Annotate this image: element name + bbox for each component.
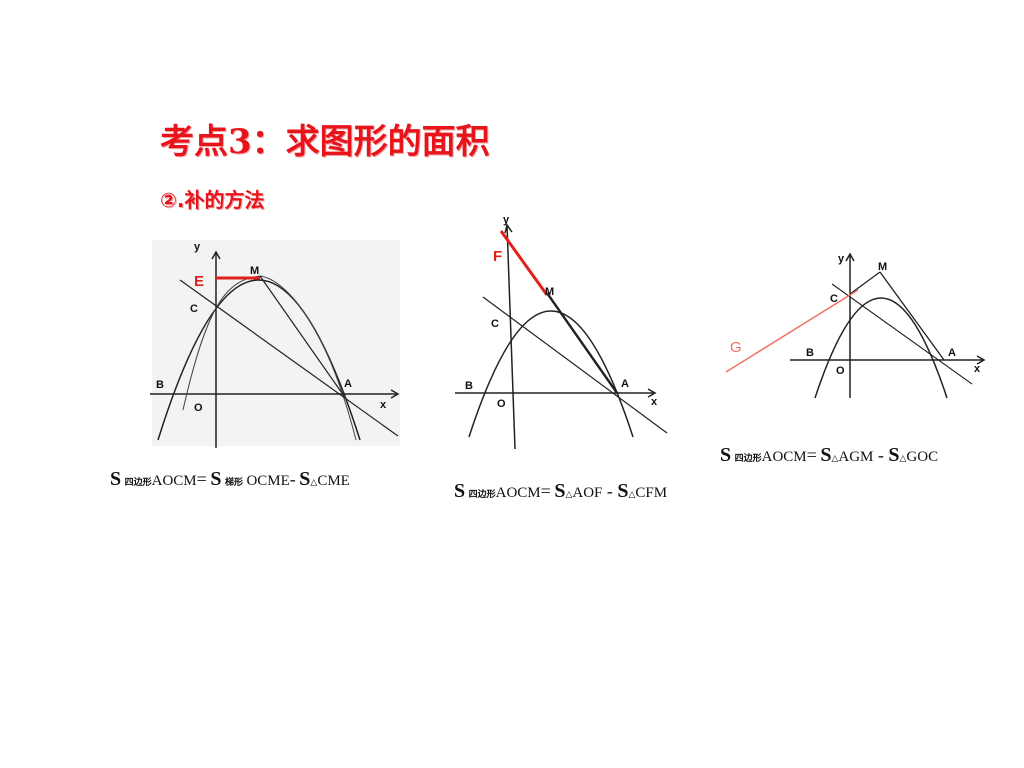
- figure-3-formula: S 四边形AOCM= S△AGM - S△GOC: [720, 444, 938, 467]
- figure-1-formula-l2: OCME: [246, 473, 290, 489]
- figure-1-line-ca: [179, 279, 399, 437]
- figure-2-line-fm: [499, 230, 549, 296]
- figure-3-formula-l2: AGM: [838, 449, 874, 465]
- figure-3-line-ma: [879, 271, 945, 361]
- figure-1-formula-eq: =: [196, 469, 207, 489]
- figure-1-formula-s3: S: [299, 468, 311, 490]
- figure-3-parabola: [814, 297, 948, 399]
- figure-3-label-y: y: [838, 253, 845, 265]
- figure-1-label-e: E: [194, 273, 204, 290]
- figure-1-line-ma: [259, 275, 345, 397]
- figure-1-formula-minus: -: [289, 469, 296, 489]
- figure-3-formula-l1: AOCM: [761, 449, 807, 465]
- figure-3-formula-s1: S: [720, 444, 732, 466]
- figure-3-label-c: C: [830, 293, 838, 305]
- figure-3-formula-tri1: △: [831, 454, 839, 464]
- figure-1-formula-trap: 梯形: [224, 478, 243, 488]
- figure-3-formula-tri2: △: [899, 454, 907, 464]
- figure-2-label-c: C: [491, 318, 499, 330]
- figure-2-y-arrow: [504, 223, 513, 234]
- figure-1-graph: y x O B A C M E: [150, 240, 400, 448]
- figure-1-formula-s1: S: [110, 468, 122, 490]
- figure-3-formula-l3: GOC: [906, 449, 939, 465]
- figure-2-formula-l1: AOCM: [495, 485, 541, 501]
- figure-3-label-a: A: [948, 347, 956, 359]
- figure-3-label-g: G: [730, 339, 742, 356]
- figure-2-label-y: y: [503, 214, 510, 226]
- figure-2-formula-quad: 四边形: [468, 490, 496, 500]
- figure-2-formula: S 四边形AOCM= S△AOF - S△CFM: [454, 480, 667, 503]
- figure-2-formula-s2: S: [554, 480, 566, 502]
- figure-1-formula: S 四边形AOCM= S 梯形 OCME- S△CME: [110, 468, 350, 491]
- figure-1-background: [152, 240, 400, 446]
- figure-2-label-x: x: [651, 396, 658, 408]
- figure-1-label-x: x: [380, 399, 387, 411]
- figure-2-label-f: F: [493, 248, 502, 265]
- figure-2-label-o: O: [497, 398, 506, 410]
- figure-1-formula-s2: S: [210, 468, 222, 490]
- figure-2-formula-s1: S: [454, 480, 466, 502]
- figure-3-label-b: B: [806, 347, 814, 359]
- figure-3-formula-s2: S: [820, 444, 832, 466]
- figure-1-formula-l3: CME: [317, 473, 350, 489]
- figure-3-line-ca: [831, 283, 973, 385]
- figure-3-line-gc: [725, 289, 859, 373]
- figure-2-formula-eq: =: [540, 481, 551, 501]
- figure-3-label-m: M: [878, 261, 887, 273]
- figure-3-formula-eq: =: [806, 445, 817, 465]
- slide-title: 考点3：求图形的面积: [160, 122, 490, 162]
- figure-2-formula-s3: S: [617, 480, 629, 502]
- figure-2-label-b: B: [465, 380, 473, 392]
- figure-2-line-ca: [482, 296, 668, 434]
- figure-2-formula-l3: CFM: [635, 485, 668, 501]
- figure-3-formula-quad: 四边形: [734, 454, 762, 464]
- figure-2-y-axis: [506, 224, 516, 450]
- figure-1-label-b: B: [156, 379, 164, 391]
- figure-1-formula-l1: AOCM: [151, 473, 197, 489]
- figure-3-formula-s3: S: [888, 444, 900, 466]
- figure-2-label-m: M: [545, 286, 554, 298]
- figure-2-formula-l2: AOF: [572, 485, 603, 501]
- figure-3-y-arrow: [845, 252, 855, 262]
- figure-3-label-o: O: [836, 365, 845, 377]
- figure-2-formula-tri2: △: [628, 490, 636, 500]
- figure-1-formula-tri: △: [310, 478, 318, 488]
- figure-3-formula-minus: -: [873, 445, 889, 465]
- figure-2-formula-minus: -: [602, 481, 618, 501]
- figure-2-label-a: A: [621, 378, 629, 390]
- figure-3-label-x: x: [974, 363, 981, 375]
- figure-1-label-y: y: [194, 241, 201, 253]
- figure-2-graph: y x O B A C M F: [455, 214, 668, 450]
- figure-1-label-c: C: [190, 303, 198, 315]
- figure-3-line-cm: [849, 271, 881, 295]
- figure-1-label-a: A: [344, 378, 352, 390]
- figure-1-formula-quad: 四边形: [124, 478, 152, 488]
- figure-2-x-arrow: [647, 388, 657, 398]
- figure-1-x-arrow: [390, 389, 400, 399]
- figure-1-label-m: M: [250, 265, 259, 277]
- figure-1-label-o: O: [194, 402, 203, 414]
- figure-2-parabola: [468, 310, 634, 438]
- figure-2-formula-tri1: △: [565, 490, 573, 500]
- figure-2-line-ma: [546, 292, 618, 394]
- figure-3-x-arrow: [976, 355, 986, 365]
- slide-subtitle: ②.补的方法: [160, 188, 265, 212]
- figure-3-graph: y x O B A C M G: [725, 252, 986, 399]
- figure-1-y-arrow: [211, 250, 221, 260]
